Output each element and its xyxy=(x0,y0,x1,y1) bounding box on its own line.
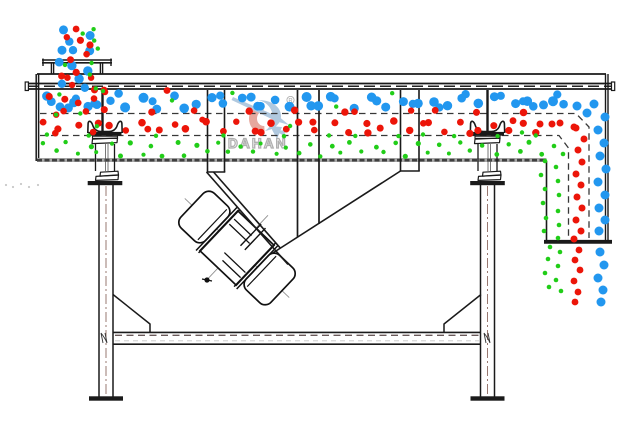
svg-text:R: R xyxy=(288,98,293,104)
svg-text:DAHAN: DAHAN xyxy=(228,136,288,151)
